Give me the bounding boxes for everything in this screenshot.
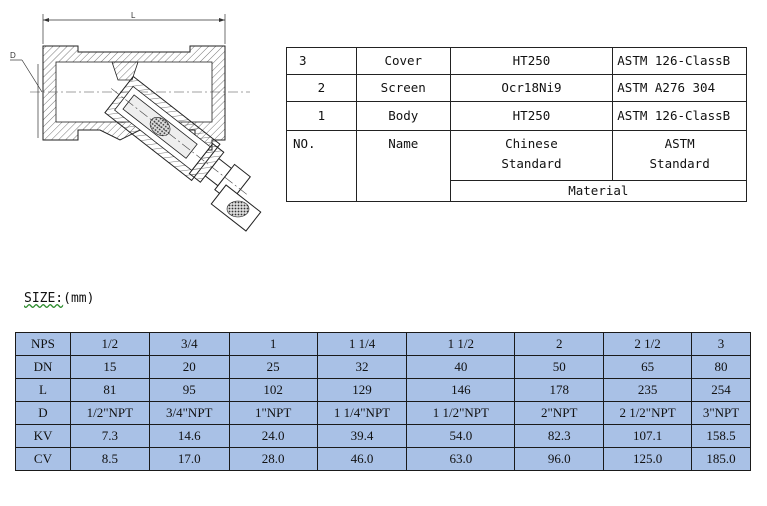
table-cell: 96.0: [514, 447, 605, 471]
table-cell: 20: [148, 355, 230, 379]
material-astm: ASTM A276 304: [612, 74, 747, 102]
material-no: 3: [286, 47, 357, 75]
header-astm-line1: ASTM: [664, 136, 695, 151]
material-no: 1: [286, 101, 357, 131]
table-cell: 2: [514, 332, 605, 356]
table-cell: 17.0: [148, 447, 230, 471]
table-cell: 1: [228, 332, 318, 356]
table-cell: 28.0: [228, 447, 318, 471]
table-cell: 1"NPT: [228, 401, 318, 425]
row-label: L: [15, 378, 71, 402]
size-label: SIZE:(mm): [24, 291, 94, 306]
row-label: D: [15, 401, 71, 425]
header-chinese-standard: Chinese Standard: [449, 130, 614, 181]
material-name: Body: [355, 101, 451, 131]
table-cell: 81: [69, 378, 150, 402]
table-row: 2 Screen Ocr18Ni9 ASTM A276 304: [286, 74, 747, 102]
table-cell: 3/4"NPT: [148, 401, 230, 425]
table-cell: 40: [406, 355, 516, 379]
table-cell: 8.5: [69, 447, 150, 471]
table-cell: 146: [406, 378, 516, 402]
table-cell: 129: [316, 378, 408, 402]
table-cell: 1 1/2: [406, 332, 516, 356]
material-name: Screen: [355, 74, 451, 102]
material-chinese: HT250: [449, 47, 614, 75]
table-cell: 178: [514, 378, 605, 402]
size-unit: (mm): [63, 291, 95, 306]
table-cell: 65: [603, 355, 692, 379]
header-material: Material: [449, 180, 748, 202]
table-cell: 54.0: [406, 424, 516, 448]
table-cell: 3/4: [148, 332, 230, 356]
table-cell: 1/2"NPT: [69, 401, 150, 425]
table-cell: 1 1/4: [316, 332, 408, 356]
table-cell: 2 1/2"NPT: [603, 401, 692, 425]
table-cell: 32: [316, 355, 408, 379]
header-no: NO.: [286, 130, 357, 202]
row-label: DN: [15, 355, 71, 379]
table-cell: 3"NPT: [691, 401, 751, 425]
dimension-d-label: D: [10, 51, 16, 60]
material-astm: ASTM 126-ClassB: [612, 47, 747, 75]
header-astm-line2: Standard: [649, 156, 710, 171]
table-cell: 1 1/2"NPT: [406, 401, 516, 425]
table-cell: 2"NPT: [514, 401, 605, 425]
table-cell: 254: [691, 378, 751, 402]
table-cell: 2 1/2: [603, 332, 692, 356]
table-header-row: Material: [287, 180, 748, 202]
y-strainer-drawing: L D: [10, 11, 262, 232]
table-cell: 82.3: [514, 424, 605, 448]
table-cell: 80: [691, 355, 751, 379]
table-cell: 7.3: [69, 424, 150, 448]
table-header-row: NO. Name Chinese Standard ASTM Standard: [286, 130, 747, 202]
table-cell: 3: [691, 332, 751, 356]
row-label: NPS: [15, 332, 71, 356]
table-cell: 15: [69, 355, 150, 379]
dimension-l-label: L: [131, 11, 136, 20]
size-prefix: SIZE:: [24, 291, 64, 306]
table-cell: 235: [603, 378, 692, 402]
header-chinese-line2: Standard: [501, 156, 562, 171]
table-cell: 95: [148, 378, 230, 402]
table-cell: 46.0: [316, 447, 408, 471]
table-cell: 1 1/4"NPT: [316, 401, 408, 425]
table-cell: 107.1: [603, 424, 692, 448]
table-cell: 14.6: [148, 424, 230, 448]
material-chinese: HT250: [449, 101, 614, 131]
material-astm: ASTM 126-ClassB: [612, 101, 747, 131]
table-cell: 185.0: [691, 447, 751, 471]
material-name: Cover: [355, 47, 451, 75]
table-cell: 102: [228, 378, 318, 402]
table-cell: 50: [514, 355, 605, 379]
table-row: 3 Cover HT250 ASTM 126-ClassB: [286, 47, 747, 75]
table-row: 1 Body HT250 ASTM 126-ClassB: [286, 101, 747, 131]
header-name: Name: [355, 130, 451, 202]
table-cell: 158.5: [691, 424, 751, 448]
material-table: 3 Cover HT250 ASTM 126-ClassB 2 Screen O…: [286, 47, 748, 202]
table-cell: 39.4: [316, 424, 408, 448]
row-label: KV: [15, 424, 71, 448]
material-no: 2: [286, 74, 357, 102]
table-cell: 1/2: [69, 332, 150, 356]
row-label: CV: [15, 447, 71, 471]
header-chinese-line1: Chinese: [505, 136, 558, 151]
table-cell: 25: [228, 355, 318, 379]
header-astm-standard: ASTM Standard: [612, 130, 747, 181]
table-cell: 125.0: [603, 447, 692, 471]
table-cell: 24.0: [228, 424, 318, 448]
table-cell: 63.0: [406, 447, 516, 471]
material-chinese: Ocr18Ni9: [449, 74, 614, 102]
